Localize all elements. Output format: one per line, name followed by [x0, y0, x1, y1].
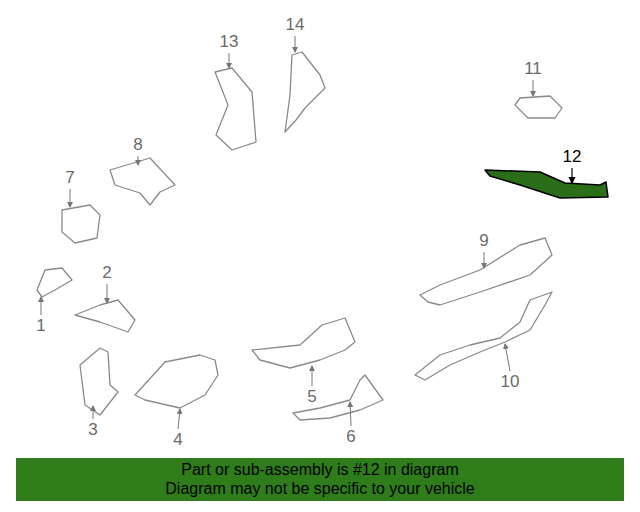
leader-line — [571, 168, 572, 183]
leader-line — [533, 80, 534, 96]
part-12 — [485, 170, 608, 198]
leader-line — [505, 344, 510, 371]
callout-number: 12 — [563, 148, 582, 166]
part-10 — [415, 292, 552, 380]
callout-number: 1 — [36, 317, 45, 335]
part-5 — [252, 318, 355, 368]
part-13 — [215, 68, 256, 150]
leader-line — [70, 189, 71, 207]
leader-line — [312, 366, 313, 386]
callout-number: 10 — [501, 373, 520, 391]
part-1 — [37, 268, 72, 297]
leader-line — [178, 409, 180, 429]
callout-number: 2 — [102, 264, 111, 282]
leader-line — [41, 297, 42, 315]
leader-line — [484, 252, 485, 268]
callout-number: 5 — [307, 388, 316, 406]
callout-number: 6 — [346, 428, 355, 446]
part-8 — [110, 158, 175, 205]
callout-number: 13 — [220, 33, 239, 51]
notice-text: Part or sub-assembly is #12 in diagram — [22, 460, 618, 479]
leader-line — [93, 406, 94, 419]
part-6 — [293, 375, 383, 420]
part-11 — [515, 96, 562, 118]
callout-number: 9 — [479, 232, 488, 250]
leader-line — [350, 402, 351, 426]
callout-number: 7 — [65, 169, 74, 187]
notice-text: Diagram may not be specific to your vehi… — [22, 479, 618, 498]
part-14 — [285, 52, 325, 132]
callout-number: 14 — [286, 16, 305, 34]
callout-number: 8 — [133, 136, 142, 154]
part-2 — [75, 300, 135, 332]
callout-number: 11 — [524, 60, 542, 78]
leader-line — [138, 156, 139, 165]
notice-banner: Part or sub-assembly is #12 in diagramDi… — [16, 458, 624, 501]
leader-line — [295, 36, 296, 52]
part-3 — [80, 348, 118, 415]
callout-number: 4 — [173, 431, 182, 449]
part-7 — [62, 205, 100, 243]
part-4 — [135, 355, 218, 408]
callout-number: 3 — [88, 421, 97, 439]
leader-line — [107, 284, 108, 303]
leader-line — [229, 53, 230, 68]
